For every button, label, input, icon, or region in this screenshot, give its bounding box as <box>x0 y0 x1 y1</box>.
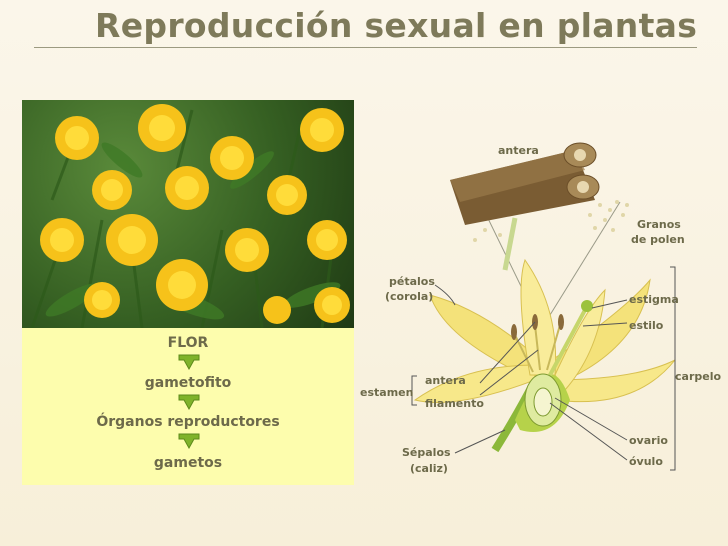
reproduction-chain: FLOR gametofito Órganos reproductores ga… <box>22 328 354 485</box>
label-de-polen: de polen <box>631 233 685 246</box>
title-underline <box>34 47 697 48</box>
label-sepalos: Sépalos <box>402 446 451 459</box>
label-filamento: filamento <box>425 397 484 410</box>
chain-item-organos: Órganos reproductores <box>96 414 280 430</box>
label-antera: antera <box>425 374 466 387</box>
label-caliz: (caliz) <box>410 462 448 475</box>
chain-item-gametofito: gametofito <box>144 375 232 391</box>
label-estamen: estamen <box>360 386 414 399</box>
label-carpelo: carpelo <box>675 370 722 383</box>
down-arrow-icon <box>178 433 200 449</box>
flower-anatomy-diagram <box>411 142 676 471</box>
down-arrow-icon <box>178 354 200 370</box>
slide-title: Reproducción sexual en plantas <box>95 6 698 45</box>
label-granos: Granos <box>637 218 681 231</box>
label-ovulo: óvulo <box>629 455 663 468</box>
label-estigma: estigma <box>629 293 679 306</box>
label-estilo: estilo <box>629 319 664 332</box>
down-arrow-icon <box>178 394 200 410</box>
lily-flower <box>413 258 676 453</box>
label-antera-closeup: antera <box>498 144 539 157</box>
chain-item-flor: FLOR <box>167 335 209 351</box>
chain-item-gametos: gametos <box>153 455 223 471</box>
label-petalos: pétalos <box>389 275 435 288</box>
label-corola: (corola) <box>385 290 434 303</box>
anther-closeup <box>450 142 629 271</box>
dandelion-photo <box>22 100 354 328</box>
label-ovario: ovario <box>629 434 668 447</box>
